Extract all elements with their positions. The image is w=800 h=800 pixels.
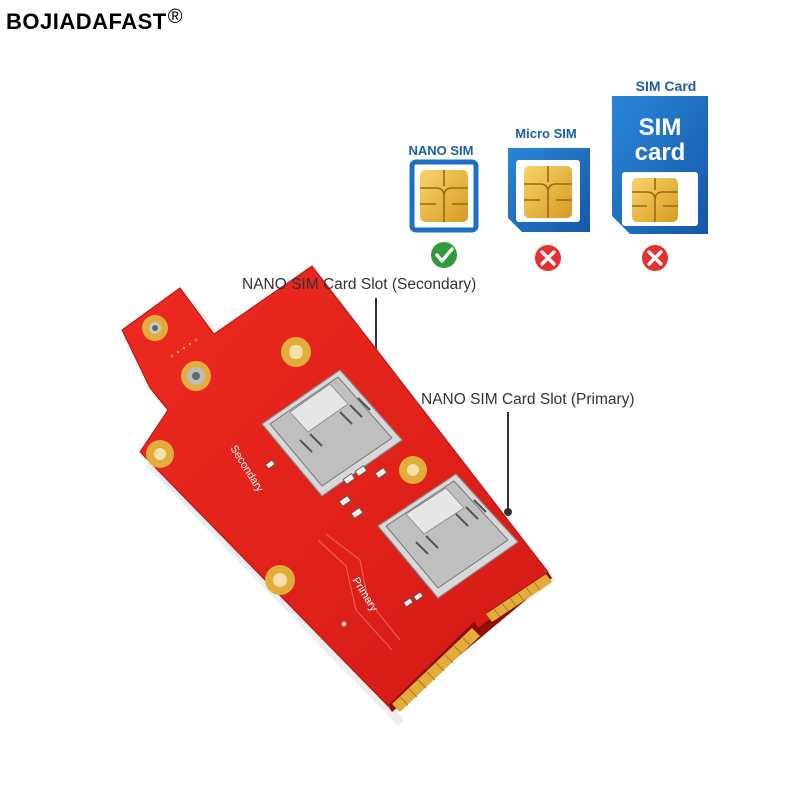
mounting-hole bbox=[399, 456, 427, 484]
check-icon bbox=[431, 242, 457, 268]
brand-logo: BOJIADAFAST® bbox=[6, 6, 183, 35]
edge-connector bbox=[392, 574, 552, 712]
micro-sim-label: Micro SIM bbox=[515, 126, 577, 141]
mounting-hole bbox=[265, 565, 295, 595]
brand-name: BOJIADAFAST bbox=[6, 9, 167, 34]
pcb-board: Secondary Primary bbox=[121, 265, 556, 726]
sim-slot-primary bbox=[377, 473, 519, 599]
sim-card-label: SIM Card bbox=[635, 78, 697, 94]
callout-secondary: NANO SIM Card Slot (Secondary) bbox=[242, 276, 477, 293]
callout-primary: NANO SIM Card Slot (Primary) bbox=[421, 391, 635, 408]
cross-icon bbox=[535, 245, 561, 271]
mounting-hole bbox=[146, 440, 174, 468]
nano-sim-card bbox=[409, 159, 479, 233]
sim-card-text-card: card bbox=[635, 139, 686, 166]
nano-sim-label: NANO SIM bbox=[408, 143, 474, 158]
sim-slot-secondary bbox=[261, 369, 403, 497]
mounting-hole bbox=[281, 337, 311, 367]
cross-icon bbox=[642, 245, 668, 271]
mounting-hole bbox=[142, 315, 168, 341]
registered-mark: ® bbox=[167, 6, 183, 28]
sim-card-text-sim: SIM bbox=[639, 114, 682, 141]
standard-sim-card: SIM card bbox=[612, 96, 708, 234]
callout-line-primary bbox=[504, 412, 512, 516]
micro-sim-card bbox=[508, 148, 590, 232]
mounting-hole bbox=[181, 361, 211, 391]
